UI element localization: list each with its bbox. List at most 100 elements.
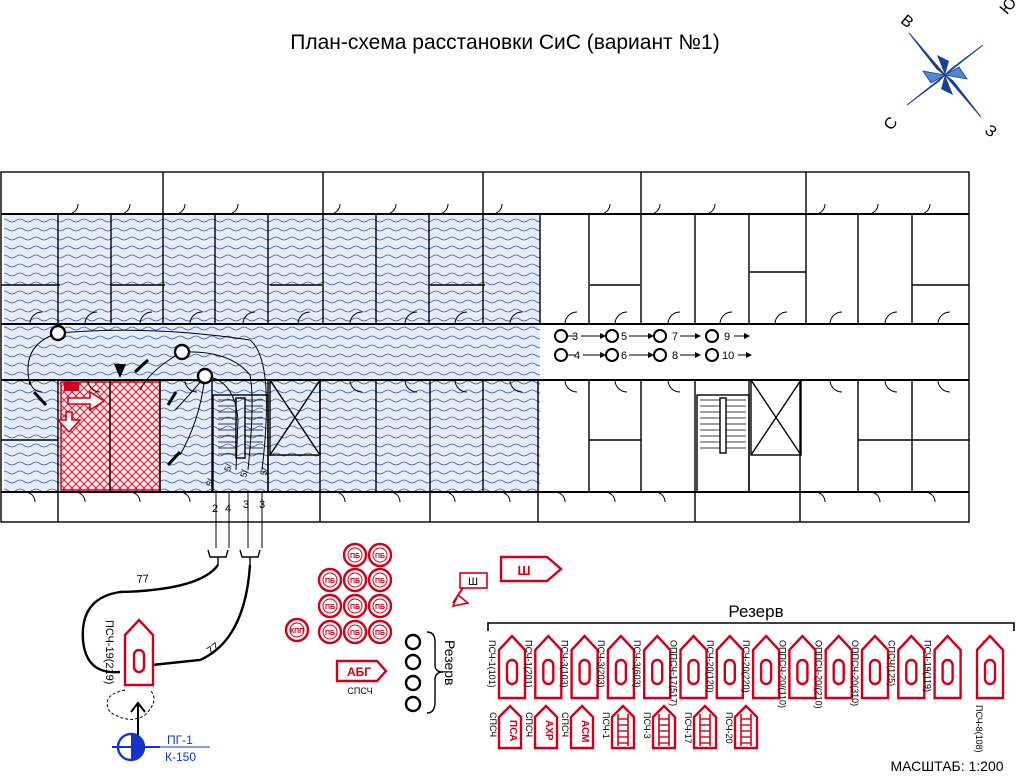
reserve-truck-icon: ОППСЧ-17(517) bbox=[669, 634, 708, 706]
pb-label: ПБ bbox=[350, 578, 360, 585]
position-label: 10 bbox=[722, 350, 734, 362]
stairwell-right bbox=[696, 394, 750, 493]
pb-unit-icon: ПБ bbox=[367, 542, 393, 568]
pb-unit-icon: ПБ bbox=[367, 619, 393, 645]
pb-label: ПБ bbox=[375, 553, 385, 560]
corridor-positions: 3 4 5 6 7 8 9 10 bbox=[554, 329, 752, 362]
special-vehicle-unit: СПСЧ bbox=[524, 712, 534, 737]
hq-vehicle: Ш bbox=[499, 555, 563, 583]
reserve-truck-icon: ОППСЧ-20/(210) bbox=[814, 634, 853, 709]
pb-label: ПБ bbox=[350, 604, 360, 611]
reserve-truck-icon: ОППСЧ-20(310) bbox=[850, 634, 890, 706]
scale-label: МАСШТАБ: 1:200 bbox=[890, 758, 1003, 774]
pb-unit-icon: ПБ bbox=[342, 593, 368, 619]
reserve-extra-truck: ПСЧ-8(108) bbox=[974, 634, 1005, 753]
trunk-vehicle-label: ПСЧ-19(219) bbox=[103, 620, 115, 684]
compass-south-label: Ю bbox=[997, 0, 1020, 18]
special-vehicle-unit: ПСЧ-1 bbox=[601, 712, 611, 739]
hydrant-icon bbox=[112, 732, 160, 762]
pb-label: ПБ bbox=[325, 578, 335, 585]
reserve-truck-icon: ПСЧ-3(203) bbox=[596, 634, 636, 700]
abg-vehicle: АБГ СПСЧ bbox=[335, 659, 388, 696]
stairwell-left bbox=[212, 394, 269, 493]
hose-tag: 5/ bbox=[238, 468, 250, 478]
pb-label: ПБ bbox=[325, 604, 335, 611]
special-vehicle-label: ПСА bbox=[507, 720, 518, 741]
reserve-truck-label: ПСЧ-3(203) bbox=[596, 640, 606, 688]
pb-unit-icon: ПБ bbox=[342, 567, 368, 593]
hose-length-label: 77 bbox=[205, 641, 222, 658]
reserve-truck-icon: ПСЧ-1(201) bbox=[523, 634, 563, 700]
reserve-title: Резерв bbox=[728, 602, 783, 621]
reserve-truck-label: ОППСЧ-17(517) bbox=[669, 640, 679, 706]
pump-truck-icon bbox=[123, 618, 155, 687]
reserve-truck-label: ОППСЧ-20(310) bbox=[850, 640, 860, 706]
reserve-truck-icon: ПСЧ-3(603) bbox=[632, 634, 672, 700]
pb-unit-icon: ПБ bbox=[367, 567, 393, 593]
special-vehicle-unit: ПСЧ-17 bbox=[683, 712, 693, 744]
pb-label: ПБ bbox=[350, 630, 360, 637]
crew-position-marker bbox=[196, 367, 214, 385]
kpp-marker: КПП bbox=[284, 617, 310, 643]
reserve-truck-label: СПСЧ(125) bbox=[886, 640, 896, 686]
compass-north-label: С bbox=[881, 114, 901, 134]
pb-label: ПБ bbox=[325, 630, 335, 637]
reserve-top-row: ПСЧ-1(101) ПСЧ-1(201) ПСЧ-3(103)ПСЧ-3(203)… bbox=[487, 634, 991, 709]
pb-unit-icon: ПБ bbox=[342, 619, 368, 645]
crew-position-marker bbox=[173, 343, 191, 361]
crew-position-marker bbox=[49, 324, 67, 342]
reserve-truck-icon: ПСЧ-3(103) bbox=[560, 634, 599, 700]
position-label: 4 bbox=[574, 350, 580, 362]
reserve-truck-label: ОППСЧ-20/(210) bbox=[814, 640, 824, 709]
elevator-shaft-right bbox=[750, 379, 802, 456]
hose-tag: 5/ bbox=[204, 477, 216, 487]
ladder-truck-icon: ПСЧ-17 bbox=[683, 704, 718, 750]
stair-line-label: 3 bbox=[243, 499, 249, 511]
reserve-truck-label: ПСЧ-19(119) bbox=[923, 640, 933, 692]
special-vehicle-icon: ПСА СПСЧ bbox=[488, 704, 523, 750]
hose-length-label: 77 bbox=[136, 573, 149, 586]
special-vehicle-label: АСМ bbox=[579, 720, 590, 742]
abg-label: АБГ bbox=[347, 665, 371, 679]
reserve-truck-label: ПСЧ-20(220) bbox=[741, 640, 751, 693]
ladder-truck-icon: ПСЧ-3 bbox=[642, 704, 677, 750]
reserve-truck-icon: СПСЧ(125) bbox=[886, 634, 926, 700]
abg-unit: СПСЧ bbox=[347, 686, 372, 696]
reserve-truck-icon: ПСЧ-19(119) bbox=[923, 634, 962, 700]
pb-unit-icon: ПБ bbox=[317, 593, 343, 619]
branch-splitter-icon bbox=[207, 549, 261, 565]
reserve-truck-icon: ПСЧ-20(220) bbox=[741, 634, 781, 700]
compass-rose-icon: В Ю С З bbox=[881, 0, 1020, 141]
pb-unit-icon: ПБ bbox=[342, 542, 368, 568]
stair-line-label: 2 bbox=[212, 503, 218, 515]
reserve-truck-label: ПСЧ-3(603) bbox=[632, 640, 642, 688]
reserve-truck-label: ПСЧ-1(201) bbox=[523, 640, 533, 688]
reserve-truck-label: ОППСЧ-20/(110) bbox=[777, 640, 787, 708]
pb-label: ПБ bbox=[375, 604, 385, 611]
reserve-truck-icon: ОППСЧ-20/(110) bbox=[777, 634, 817, 708]
special-vehicle-unit: ПСЧ-3 bbox=[642, 712, 652, 739]
compass-east-label: В bbox=[897, 12, 916, 32]
reserve-truck-label: ПСЧ-1(101) bbox=[487, 640, 497, 688]
page-title: План-схема расстановки СиС (вариант №1) bbox=[290, 31, 719, 54]
door-arcs bbox=[24, 203, 951, 503]
reserve-side-label: Резерв bbox=[442, 640, 458, 685]
hq-flag-label: Ш bbox=[468, 576, 478, 588]
hose-tag: 5/ bbox=[258, 466, 270, 476]
ladder-truck-icon: ПСЧ-20 bbox=[724, 704, 759, 750]
hq-vehicle-label: Ш bbox=[517, 563, 530, 578]
special-vehicle-unit: СПСЧ bbox=[560, 712, 570, 737]
fire-source-icon bbox=[64, 382, 79, 391]
compass-west-label: З bbox=[981, 122, 999, 141]
hose-tag: 5/ bbox=[222, 462, 234, 472]
building-floor-plan bbox=[0, 171, 970, 523]
reserve-crew-markers: Резерв bbox=[404, 631, 458, 714]
position-label: 8 bbox=[672, 350, 678, 362]
special-vehicle-unit: СПСЧ bbox=[488, 712, 498, 737]
special-vehicle-unit: ПСЧ-20 bbox=[724, 712, 734, 744]
nozzle-icon bbox=[32, 358, 182, 467]
reserve-truck-icon: ПСЧ-1(101) bbox=[487, 634, 527, 700]
position-label: 9 bbox=[724, 331, 730, 343]
